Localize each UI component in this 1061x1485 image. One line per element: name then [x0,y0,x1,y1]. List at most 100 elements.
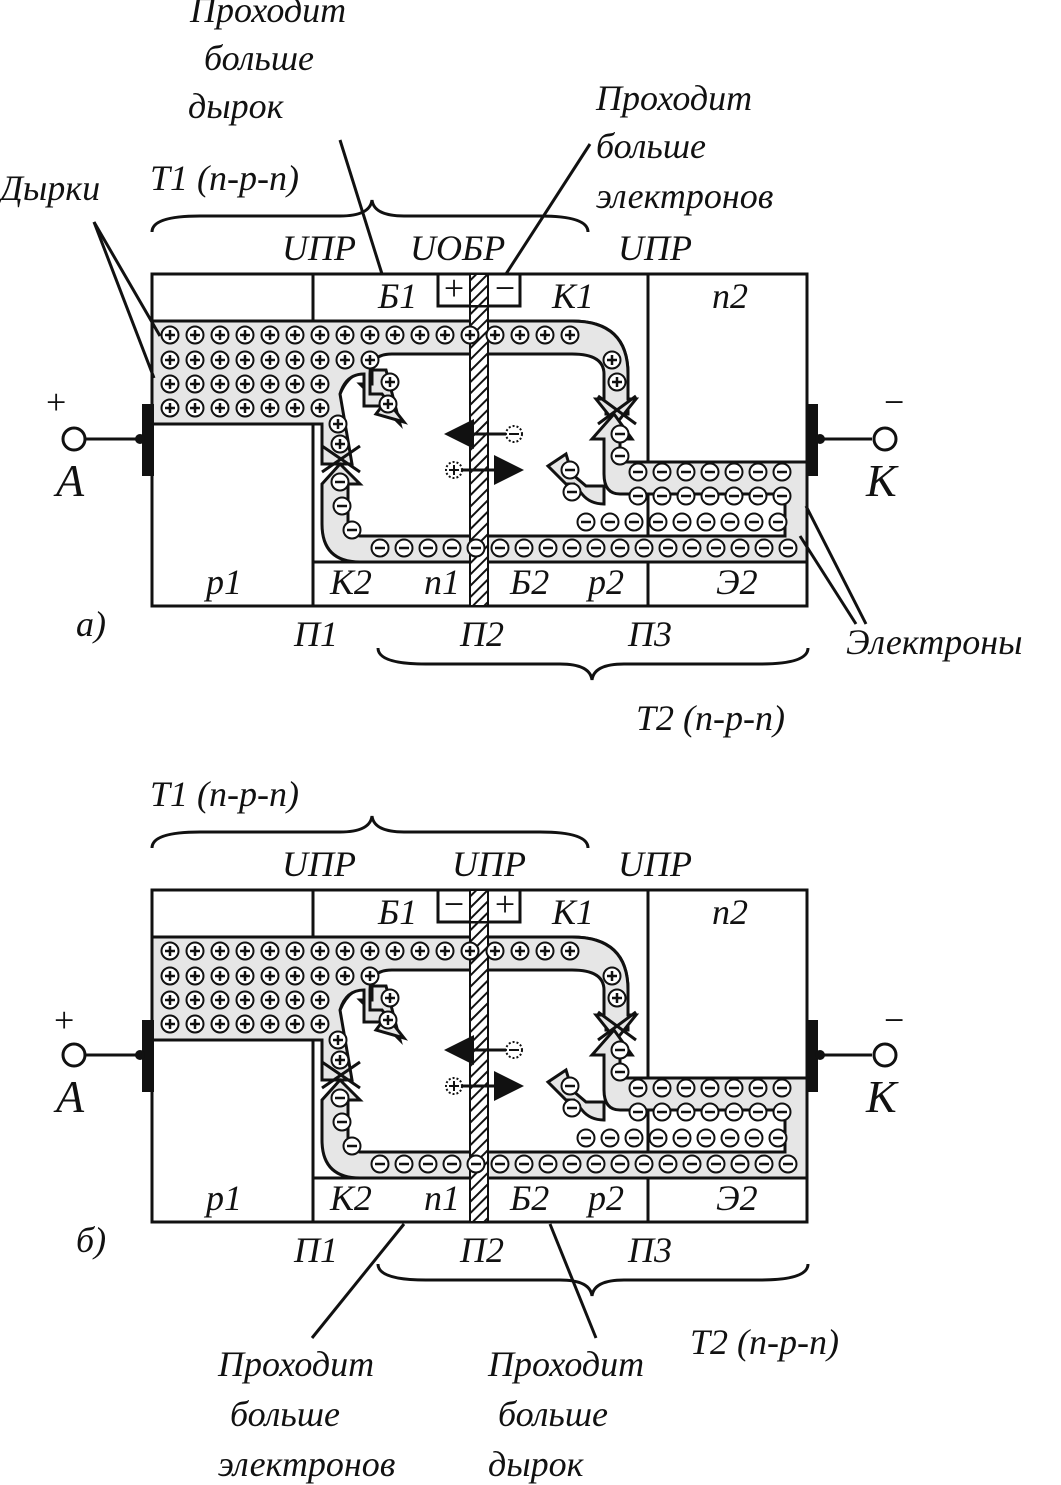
svg-text:Проходит: Проходит [189,0,346,30]
hole-carrier [335,966,355,986]
label-j2-b: П2 [459,1230,504,1270]
electron-carrier [624,512,644,532]
minus-sign-b: − [884,1000,904,1040]
hole-carrier [510,941,530,961]
hole-carrier [235,966,255,986]
label-b2-b: Б2 [509,1178,549,1218]
electron-carrier [394,538,414,558]
electron-carrier [634,538,654,558]
electron-carrier [696,512,716,532]
hole-carrier [410,941,430,961]
hole-carrier [410,325,430,345]
electron-carrier [490,1154,510,1174]
hole-carrier [310,350,330,370]
hole-carrier [210,350,230,370]
electron-carrier [772,1102,792,1122]
note-holes-b: Проходит больше дырок [487,1223,644,1484]
electron-carrier [724,1102,744,1122]
electron-carrier [700,462,720,482]
svg-text:электронов: электронов [218,1444,395,1484]
hole-carrier [160,374,180,394]
electron-carrier [706,1154,726,1174]
electrons-callout-a: Электроны [798,505,1023,662]
svg-text:Проходит: Проходит [595,78,752,118]
electron-carrier [370,538,390,558]
electron-carrier [706,538,726,558]
electron-carrier [676,462,696,482]
electron-carrier [676,1078,696,1098]
electron-carrier [628,486,648,506]
electron-carrier [676,1102,696,1122]
label-j3: П3 [627,614,672,654]
electron-carrier [744,1128,764,1148]
electron-carrier [562,1154,582,1174]
electron-carrier [696,1128,716,1148]
hole-carrier [378,1010,398,1030]
label-p1-b: p1 [203,1178,242,1218]
hole-carrier [328,414,348,434]
svg-text:больше: больше [596,126,706,166]
hole-carrier [235,941,255,961]
hole-carrier [260,1014,280,1034]
hole-carrier [385,941,405,961]
electron-carrier [748,1078,768,1098]
electron-carrier [754,1154,774,1174]
hole-carrier [285,350,305,370]
anode-label-b: A [53,1071,85,1122]
electron-carrier [610,424,630,444]
electron-carrier [720,512,740,532]
t1-label-a: T1 (n-p-n) [150,158,299,198]
electron-carrier [700,1078,720,1098]
electron-carrier [672,1128,692,1148]
hole-carrier [560,325,580,345]
hole-carrier [378,394,398,414]
electron-carrier [514,538,534,558]
electron-carrier [652,1102,672,1122]
electron-carrier [600,1128,620,1148]
hole-carrier [285,990,305,1010]
voltage-left-a: UПР [282,228,356,268]
electron-carrier [700,1102,720,1122]
label-j2: П2 [459,614,504,654]
electron-carrier [610,1040,630,1060]
electron-carrier [648,1128,668,1148]
electron-carrier [442,538,462,558]
hole-carrier [285,966,305,986]
electron-carrier [772,462,792,482]
label-e2: Э2 [716,562,758,602]
electron-carrier [562,482,582,502]
thyristor-structure-b [63,816,896,1296]
electron-carrier [332,496,352,516]
hole-carrier [360,941,380,961]
thyristor-structure-a [63,200,896,680]
electron-carrier [586,1154,606,1174]
electron-carrier [330,1088,350,1108]
hole-carrier [310,1014,330,1034]
hole-carrier [435,941,455,961]
electron-carrier [652,486,672,506]
svg-text:больше: больше [204,38,314,78]
hole-carrier [607,988,627,1008]
hole-carrier [185,350,205,370]
figure-a: + − Б1 К1 n2 p1 К2 n1 Б2 p2 Э2 П1 П2 П3 … [0,0,1023,738]
electron-carrier [490,538,510,558]
label-e2-b: Э2 [716,1178,758,1218]
note-holes-a: Проходит больше дырок [188,0,384,275]
hole-carrier [260,350,280,370]
hole-carrier [285,941,305,961]
hole-carrier [385,325,405,345]
hole-carrier [330,1050,350,1070]
hole-carrier [335,350,355,370]
hole-carrier [160,966,180,986]
voltage-mid-b: UПР [452,844,526,884]
svg-text:Дырки: Дырки [0,168,100,208]
hole-carrier [330,434,350,454]
hole-carrier [360,966,380,986]
hole-carrier [160,350,180,370]
t2-label-b: T2 (n-p-n) [690,1322,839,1362]
hole-carrier [310,990,330,1010]
hole-carrier [260,374,280,394]
label-p2-b: p2 [585,1178,624,1218]
electron-carrier [772,486,792,506]
label-b2: Б2 [509,562,549,602]
